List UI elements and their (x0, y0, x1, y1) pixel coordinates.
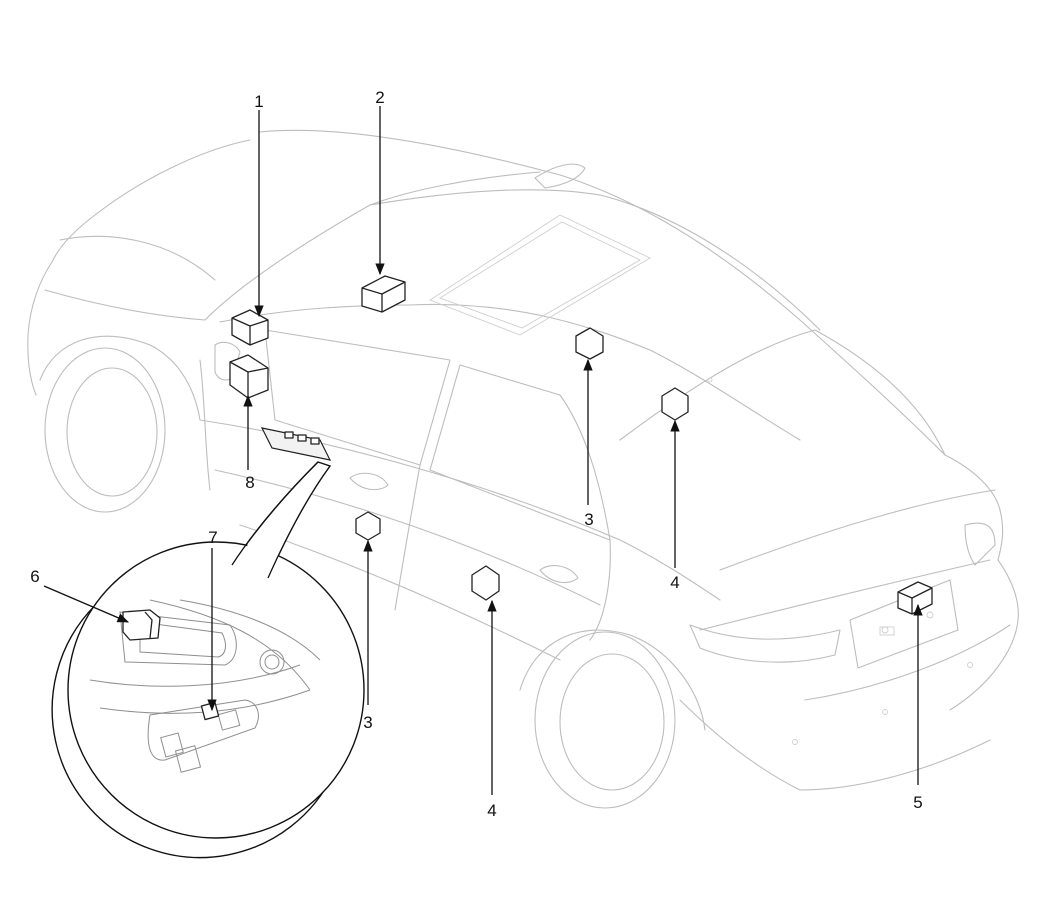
leader-lines (43, 106, 923, 795)
callout-5: 5 (913, 793, 922, 812)
sensor-hex-3b (355, 511, 381, 541)
callout-7: 7 (208, 528, 217, 547)
callout-4a: 4 (487, 801, 496, 820)
driver-door-switch-panel (260, 427, 332, 461)
callout-1: 1 (254, 92, 263, 111)
sensor-hex-4a (471, 565, 500, 601)
callout-2: 2 (375, 88, 384, 107)
module-2 (361, 275, 406, 313)
module-8 (229, 354, 269, 399)
callout-3a: 3 (584, 510, 593, 529)
callout-4b: 4 (670, 573, 679, 592)
switch-detail-inset (51, 461, 365, 859)
module-5 (897, 581, 933, 615)
callout-8: 8 (245, 473, 254, 492)
callout-6: 6 (30, 567, 39, 586)
module-1 (231, 309, 269, 346)
sensor-hex-4b (661, 387, 689, 421)
callout-3b: 3 (363, 713, 372, 732)
sensor-hex-3a (575, 327, 604, 360)
callout-labels: 1 2 3 4 3 4 5 6 7 8 (30, 88, 922, 820)
leader-6 (43, 585, 130, 623)
